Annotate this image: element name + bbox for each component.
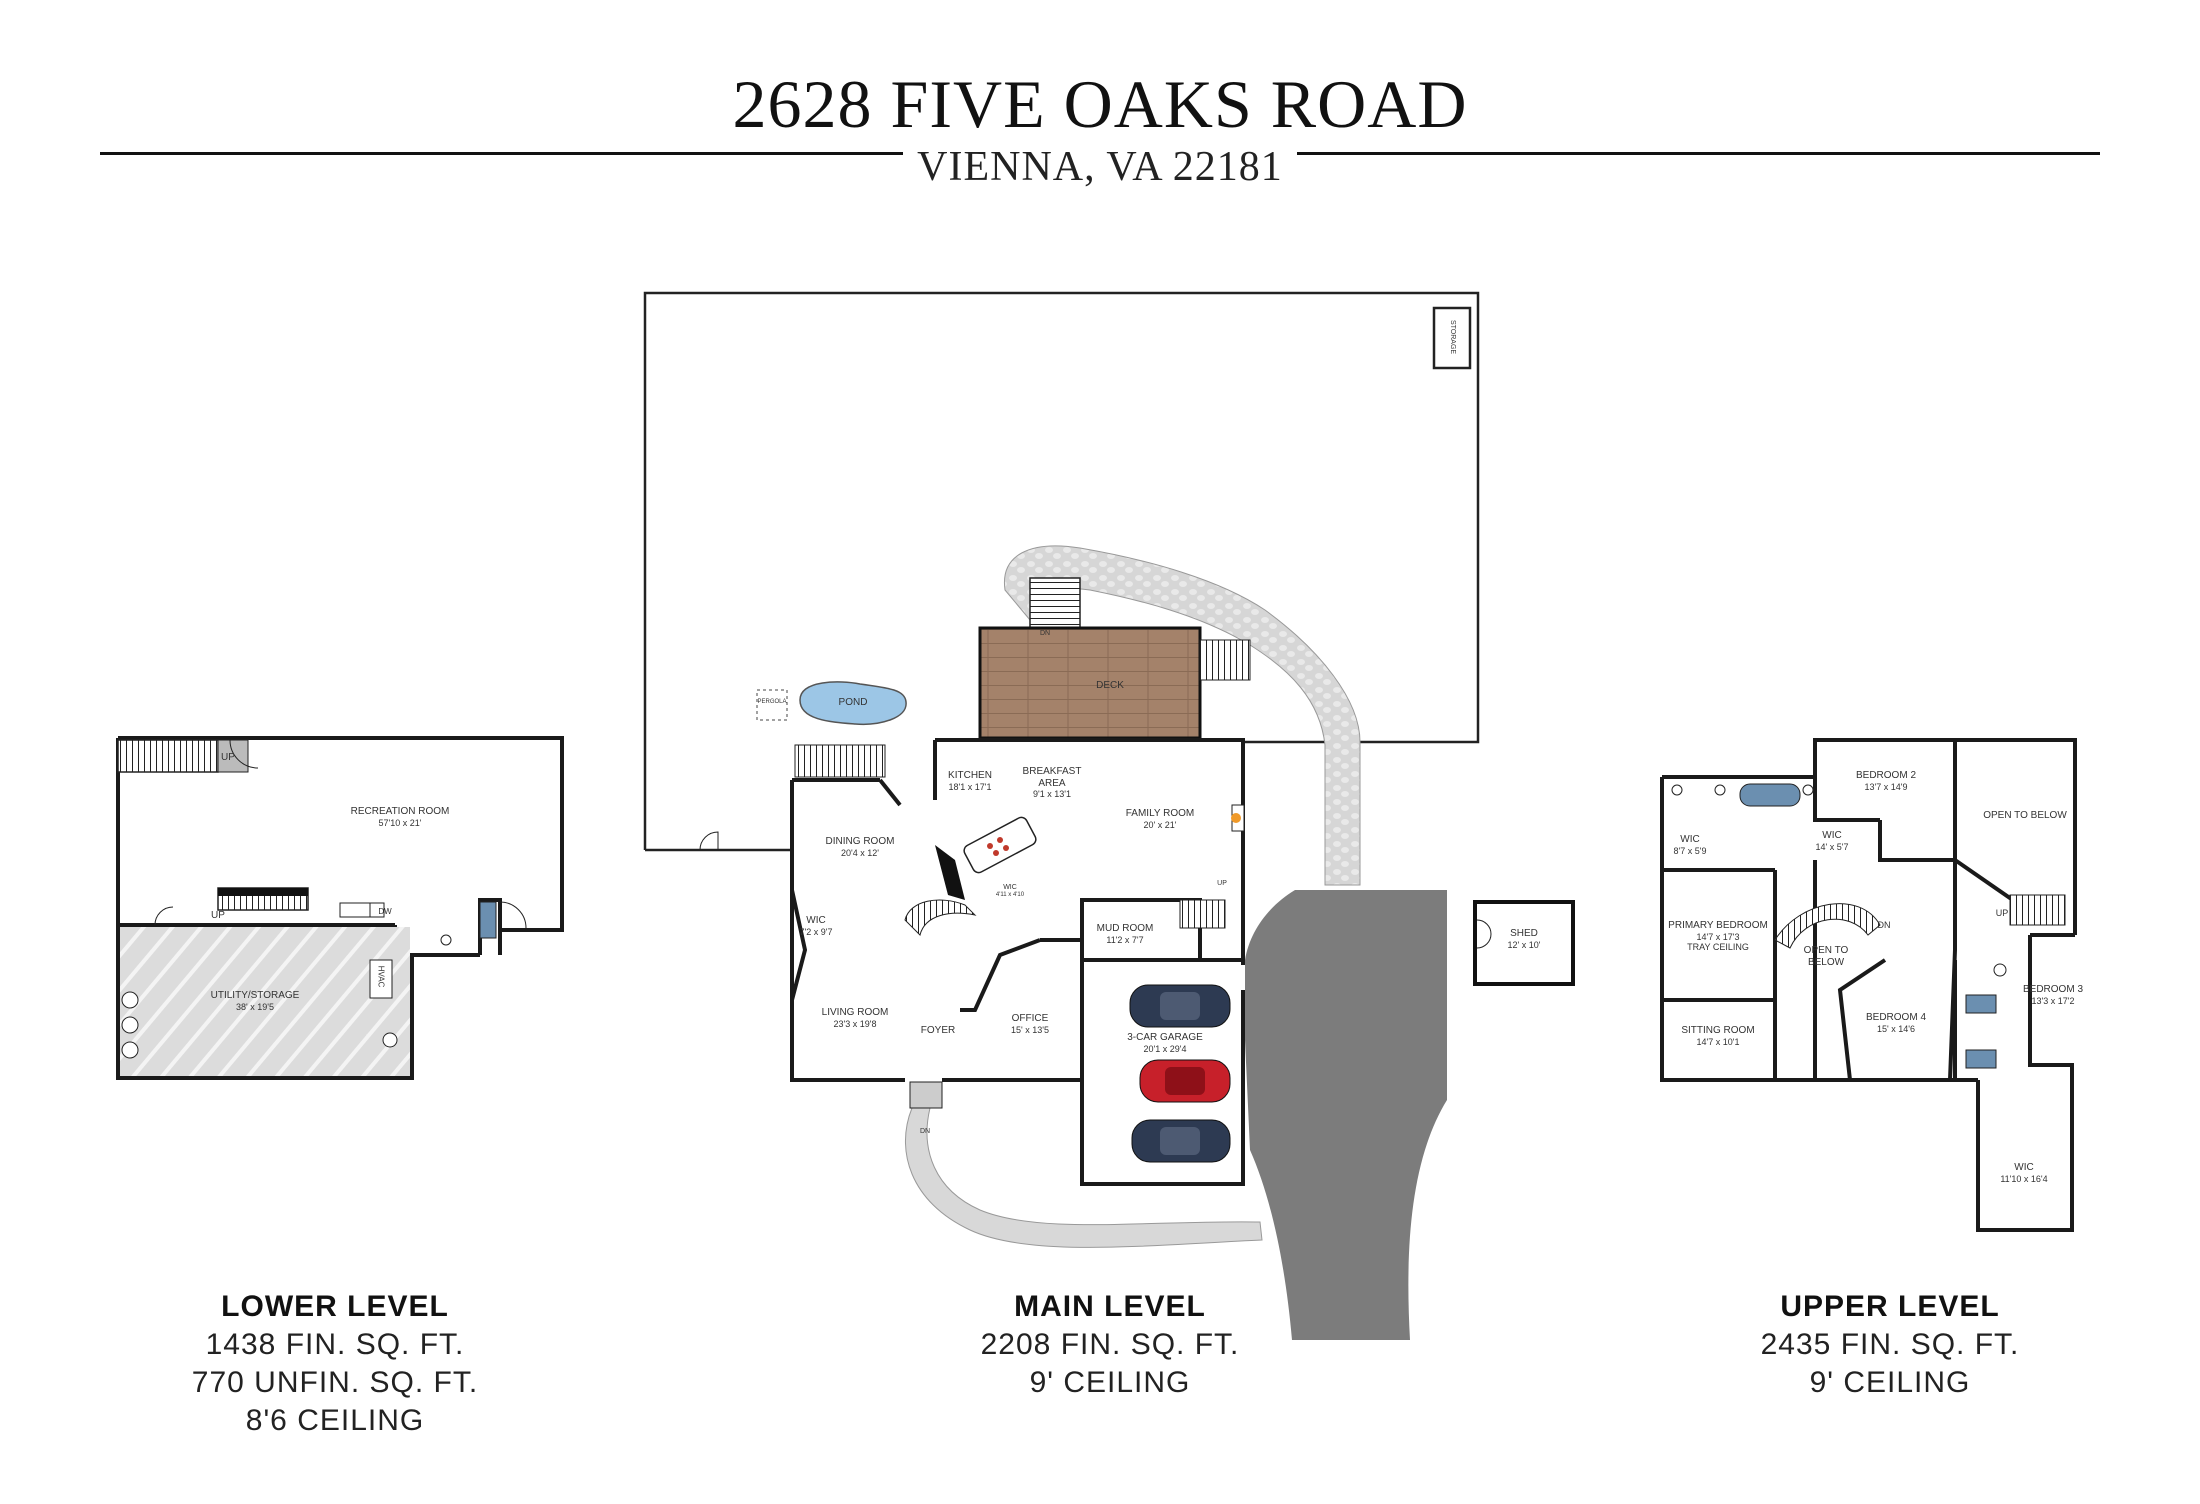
caption-line: 8'6 CEILING	[245, 1404, 425, 1437]
room-name: RECREATION ROOM	[350, 806, 450, 817]
mark-up: UP	[221, 752, 235, 763]
caption-lower-level: LOWER LEVEL 1438 FIN. SQ. FT. 770 UNFIN.…	[85, 1290, 585, 1438]
room-open-to-below-2: OPEN TO BELOW	[1803, 945, 1849, 968]
room-open-to-below: OPEN TO BELOW	[1983, 810, 2067, 821]
caption-line: 2435 FIN. SQ. FT.	[1760, 1328, 2020, 1361]
caption-heading: MAIN LEVEL	[1014, 1290, 1206, 1323]
room-wic-1: WIC 8'7 x 5'9	[1673, 834, 1707, 856]
caption-main-level: MAIN LEVEL 2208 FIN. SQ. FT. 9' CEILING	[860, 1290, 1360, 1400]
room-office: OFFICE 15' x 13'5	[1011, 1013, 1049, 1035]
room-recreation: RECREATION ROOM 57'10 x 21'	[351, 806, 450, 828]
room-dims: 38' x 19'5	[236, 1001, 274, 1012]
room-foyer: FOYER	[920, 1025, 956, 1036]
upper-level-plan	[1660, 738, 2077, 1232]
room-sitting: SITTING ROOM 14'7 x 10'1	[1681, 1025, 1755, 1047]
room-bedroom-4: BEDROOM 4 15' x 14'6	[1865, 1012, 1927, 1034]
main-level-plan	[643, 291, 1575, 1340]
room-wic-2: WIC 14' x 5'7	[1815, 830, 1849, 852]
room-bedroom-2: BEDROOM 2 13'7 x 14'9	[1855, 770, 1917, 792]
room-name: UTILITY/STORAGE	[210, 990, 300, 1001]
caption-line: 1438 FIN. SQ. FT.	[205, 1328, 465, 1361]
address-city: VIENNA, VA 22181	[903, 144, 1297, 190]
room-kitchen: KITCHEN 18'1 x 17'1	[948, 770, 992, 792]
caption-line: 9' CEILING	[1809, 1366, 1971, 1399]
garage-cars	[1129, 984, 1231, 1163]
room-bedroom-3: BEDROOM 3 13'3 x 17'2	[2022, 984, 2084, 1006]
mark-dw: DW	[378, 907, 392, 916]
caption-line: 2208 FIN. SQ. FT.	[980, 1328, 1240, 1361]
caption-line: 770 UNFIN. SQ. FT.	[191, 1366, 479, 1399]
small-wic: WIC 4'11 x 4'10	[995, 884, 1025, 899]
caption-heading: UPPER LEVEL	[1780, 1290, 2000, 1323]
caption-line: 9' CEILING	[1029, 1366, 1191, 1399]
deck-label: DECK	[1096, 680, 1124, 691]
page-subtitle: VIENNA, VA 22181	[0, 144, 2200, 190]
room-shed: SHED 12' x 10'	[1507, 928, 1541, 950]
room-living: LIVING ROOM 23'3 x 19'8	[821, 1007, 889, 1029]
pond-label: POND	[838, 697, 868, 708]
mark-up: UP	[1995, 908, 2009, 918]
lower-level-plan	[115, 736, 565, 1080]
caption-heading: LOWER LEVEL	[221, 1290, 449, 1323]
room-wic: WIC 7'2 x 9'7	[799, 915, 833, 937]
caption-upper-level: UPPER LEVEL 2435 FIN. SQ. FT. 9' CEILING	[1640, 1290, 2140, 1400]
mark-dn: DN	[919, 1128, 931, 1135]
room-mud: MUD ROOM 11'2 x 7'7	[1096, 923, 1154, 945]
room-breakfast: BREAKFAST AREA 9'1 x 13'1	[1022, 766, 1082, 799]
room-garage: 3-CAR GARAGE 20'1 x 29'4	[1127, 1032, 1203, 1054]
page-title: 2628 FIVE OAKS ROAD	[732, 66, 1468, 142]
pergola-label: PERGOLA	[757, 699, 787, 705]
room-utility: UTILITY/STORAGE 38' x 19'5	[211, 990, 300, 1012]
mark-dn: DN	[1039, 630, 1051, 637]
mark-hvac: HVAC	[376, 965, 386, 988]
room-family: FAMILY ROOM 20' x 21'	[1125, 808, 1195, 830]
room-dims: 57'10 x 21'	[378, 817, 422, 828]
room-wic-3: WIC 11'10 x 16'4	[2000, 1162, 2048, 1184]
mark-dn: DN	[1877, 920, 1891, 930]
mark-up: UP	[1217, 880, 1227, 887]
mark-up: UP	[211, 910, 225, 921]
storage-label: STORAGE	[1449, 319, 1457, 355]
room-primary-bedroom: PRIMARY BEDROOM 14'7 x 17'3 TRAY CEILING	[1668, 920, 1768, 952]
room-dining: DINING ROOM 20'4 x 12'	[825, 836, 895, 858]
